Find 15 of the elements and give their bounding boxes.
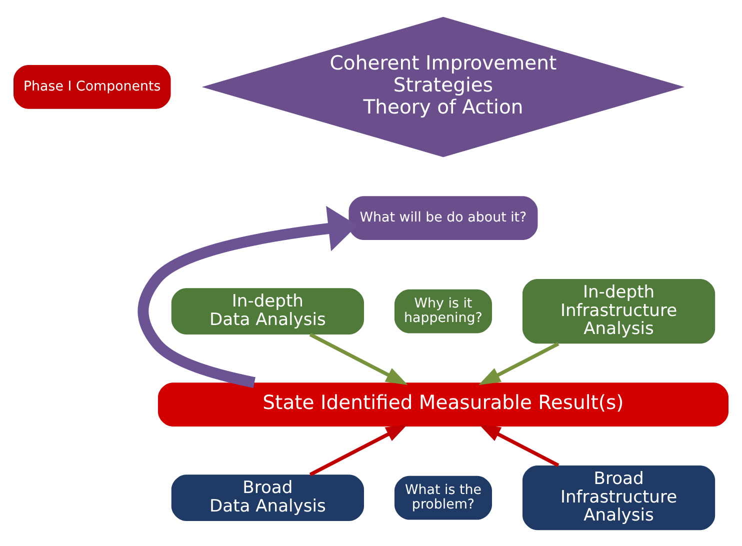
node-box: In-depth Data Analysis — [171, 288, 364, 334]
node-box: What will be do about it? — [348, 196, 538, 240]
node-box: Broad Infrastructure Analysis — [522, 465, 716, 530]
arrow — [309, 332, 408, 385]
arrow — [478, 342, 560, 385]
node-box: In-depth Infrastructure Analysis — [522, 278, 716, 344]
node-box: Broad Data Analysis — [171, 474, 364, 520]
node-diamond: Coherent Improvement Strategies Theory of Action — [202, 16, 685, 157]
arrow — [138, 205, 358, 388]
node-box: State Identified Measurable Result(s) — [158, 382, 728, 426]
node-box: What is the problem? — [394, 475, 492, 520]
arrow — [309, 424, 408, 476]
node-box: Phase I Components — [14, 64, 171, 108]
node-box: Why is it happening? — [394, 288, 492, 333]
arrow — [478, 424, 560, 466]
